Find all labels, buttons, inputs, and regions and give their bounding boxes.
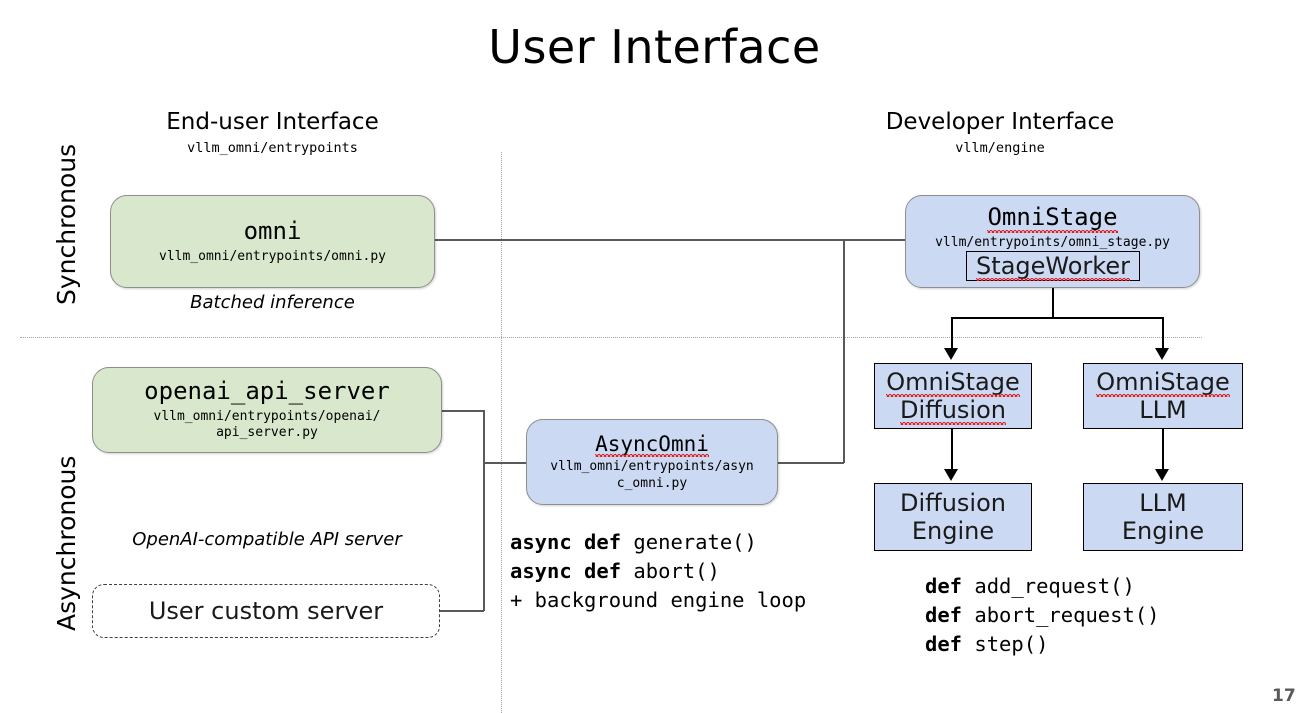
- wire-asyncomni-out: [777, 462, 844, 464]
- node-omni-stage-path: vllm/entrypoints/omni_stage.py: [935, 234, 1170, 250]
- wire-stageworker-stem: [1052, 281, 1054, 318]
- node-user-custom-server-title: User custom server: [148, 596, 384, 625]
- wire-diffusion-drop: [951, 429, 953, 469]
- wire-omni-to-omnistage: [434, 239, 906, 241]
- node-omni-path: vllm_omni/entrypoints/omni.py: [159, 248, 386, 264]
- arrowhead-to-omnistage-llm: [1155, 348, 1169, 360]
- code-line-async-0: async def generate(): [510, 528, 806, 557]
- code-rest-async-2: + background engine loop: [510, 588, 807, 613]
- node-omni-title: omni: [243, 217, 302, 246]
- page-number: 17: [1272, 686, 1296, 706]
- node-omni-stage-title: OmniStage: [987, 203, 1118, 233]
- code-block-async: async def generate() async def abort() +…: [510, 528, 806, 615]
- column-subheading-developer: vllm/engine: [955, 140, 1045, 156]
- code-block-engine: def add_request() def abort_request() de…: [925, 572, 1160, 659]
- node-omni-stage-diffusion-title-2: Diffusion: [900, 396, 1006, 426]
- node-async-omni-path: vllm_omni/entrypoints/asyn c_omni.py: [550, 459, 754, 491]
- page-title: User Interface: [488, 20, 821, 74]
- node-omni-stage-llm-title-2: LLM: [1139, 396, 1187, 424]
- code-kw-engine-2: def: [925, 632, 963, 657]
- node-omni-stage-diffusion[interactable]: OmniStage Diffusion: [874, 363, 1032, 429]
- node-openai-api-server-path: vllm_omni/entrypoints/openai/ api_server…: [153, 409, 381, 441]
- column-subheading-end-user: vllm_omni/entrypoints: [187, 140, 358, 156]
- node-async-omni[interactable]: AsyncOmni vllm_omni/entrypoints/asyn c_o…: [526, 419, 778, 505]
- code-line-engine-0: def add_request(): [925, 572, 1160, 601]
- code-line-engine-1: def abort_request(): [925, 601, 1160, 630]
- code-rest-engine-2: step(): [962, 632, 1049, 657]
- node-omni-stage-llm[interactable]: OmniStage LLM: [1083, 363, 1243, 429]
- column-heading-end-user: End-user Interface: [166, 109, 379, 135]
- code-rest-engine-1: abort_request(): [962, 603, 1160, 628]
- arrowhead-to-omnistage-diffusion: [944, 348, 958, 360]
- node-llm-engine-title-1: LLM: [1139, 488, 1187, 517]
- wire-openai-out: [441, 410, 484, 412]
- node-stage-worker[interactable]: StageWorker: [966, 251, 1140, 281]
- code-kw-async-1: async def: [510, 559, 622, 584]
- divider-user-developer: [501, 152, 502, 713]
- arrowhead-to-diffusion-engine: [944, 469, 958, 481]
- wire-bus-to-asyncomni: [483, 462, 527, 464]
- code-kw-async-0: async def: [510, 530, 622, 554]
- code-line-async-2: + background engine loop: [510, 586, 806, 615]
- node-diffusion-engine[interactable]: Diffusion Engine: [874, 483, 1032, 551]
- column-heading-developer: Developer Interface: [885, 109, 1115, 135]
- wire-stage-branch-bar: [951, 317, 1163, 319]
- node-openai-api-server-title: openai_api_server: [144, 377, 390, 406]
- code-kw-engine-1: def: [925, 603, 963, 628]
- node-omni-stage-llm-title-1: OmniStage: [1096, 367, 1230, 398]
- divider-sync-async: [20, 337, 1202, 338]
- wire-custom-server-out: [439, 610, 484, 612]
- code-kw-engine-0: def: [925, 574, 963, 598]
- row-label-asynchronous: Asynchronous: [52, 455, 81, 631]
- code-line-async-1: async def abort(): [510, 557, 806, 586]
- node-diffusion-engine-title-1: Diffusion: [900, 488, 1006, 517]
- node-llm-engine-title-2: Engine: [1121, 517, 1205, 545]
- node-openai-api-server[interactable]: openai_api_server vllm_omni/entrypoints/…: [92, 367, 442, 453]
- wire-llm-drop: [1162, 429, 1164, 469]
- code-rest-async-0: generate(): [621, 530, 757, 554]
- node-llm-engine[interactable]: LLM Engine: [1083, 483, 1243, 551]
- code-rest-engine-0: add_request(): [962, 574, 1135, 598]
- row-label-synchronous: Synchronous: [52, 143, 81, 305]
- wire-asyncomni-riser: [843, 239, 845, 463]
- wire-branch-right-drop: [1162, 317, 1164, 348]
- node-omni[interactable]: omni vllm_omni/entrypoints/omni.py: [110, 195, 435, 288]
- node-omni-stage-diffusion-title-1: OmniStage: [886, 367, 1020, 398]
- wire-merge-bus: [483, 410, 485, 611]
- node-async-omni-title: AsyncOmni: [595, 432, 709, 458]
- node-diffusion-engine-title-2: Engine: [911, 517, 995, 545]
- wire-branch-left-drop: [951, 317, 953, 348]
- caption-openai-compatible: OpenAI-compatible API server: [132, 529, 402, 550]
- node-user-custom-server[interactable]: User custom server: [92, 584, 440, 638]
- arrowhead-to-llm-engine: [1155, 469, 1169, 481]
- code-rest-async-1: abort(): [621, 559, 720, 584]
- node-stage-worker-label: StageWorker: [976, 252, 1130, 281]
- code-line-engine-2: def step(): [925, 630, 1160, 659]
- caption-batched-inference: Batched inference: [190, 292, 355, 313]
